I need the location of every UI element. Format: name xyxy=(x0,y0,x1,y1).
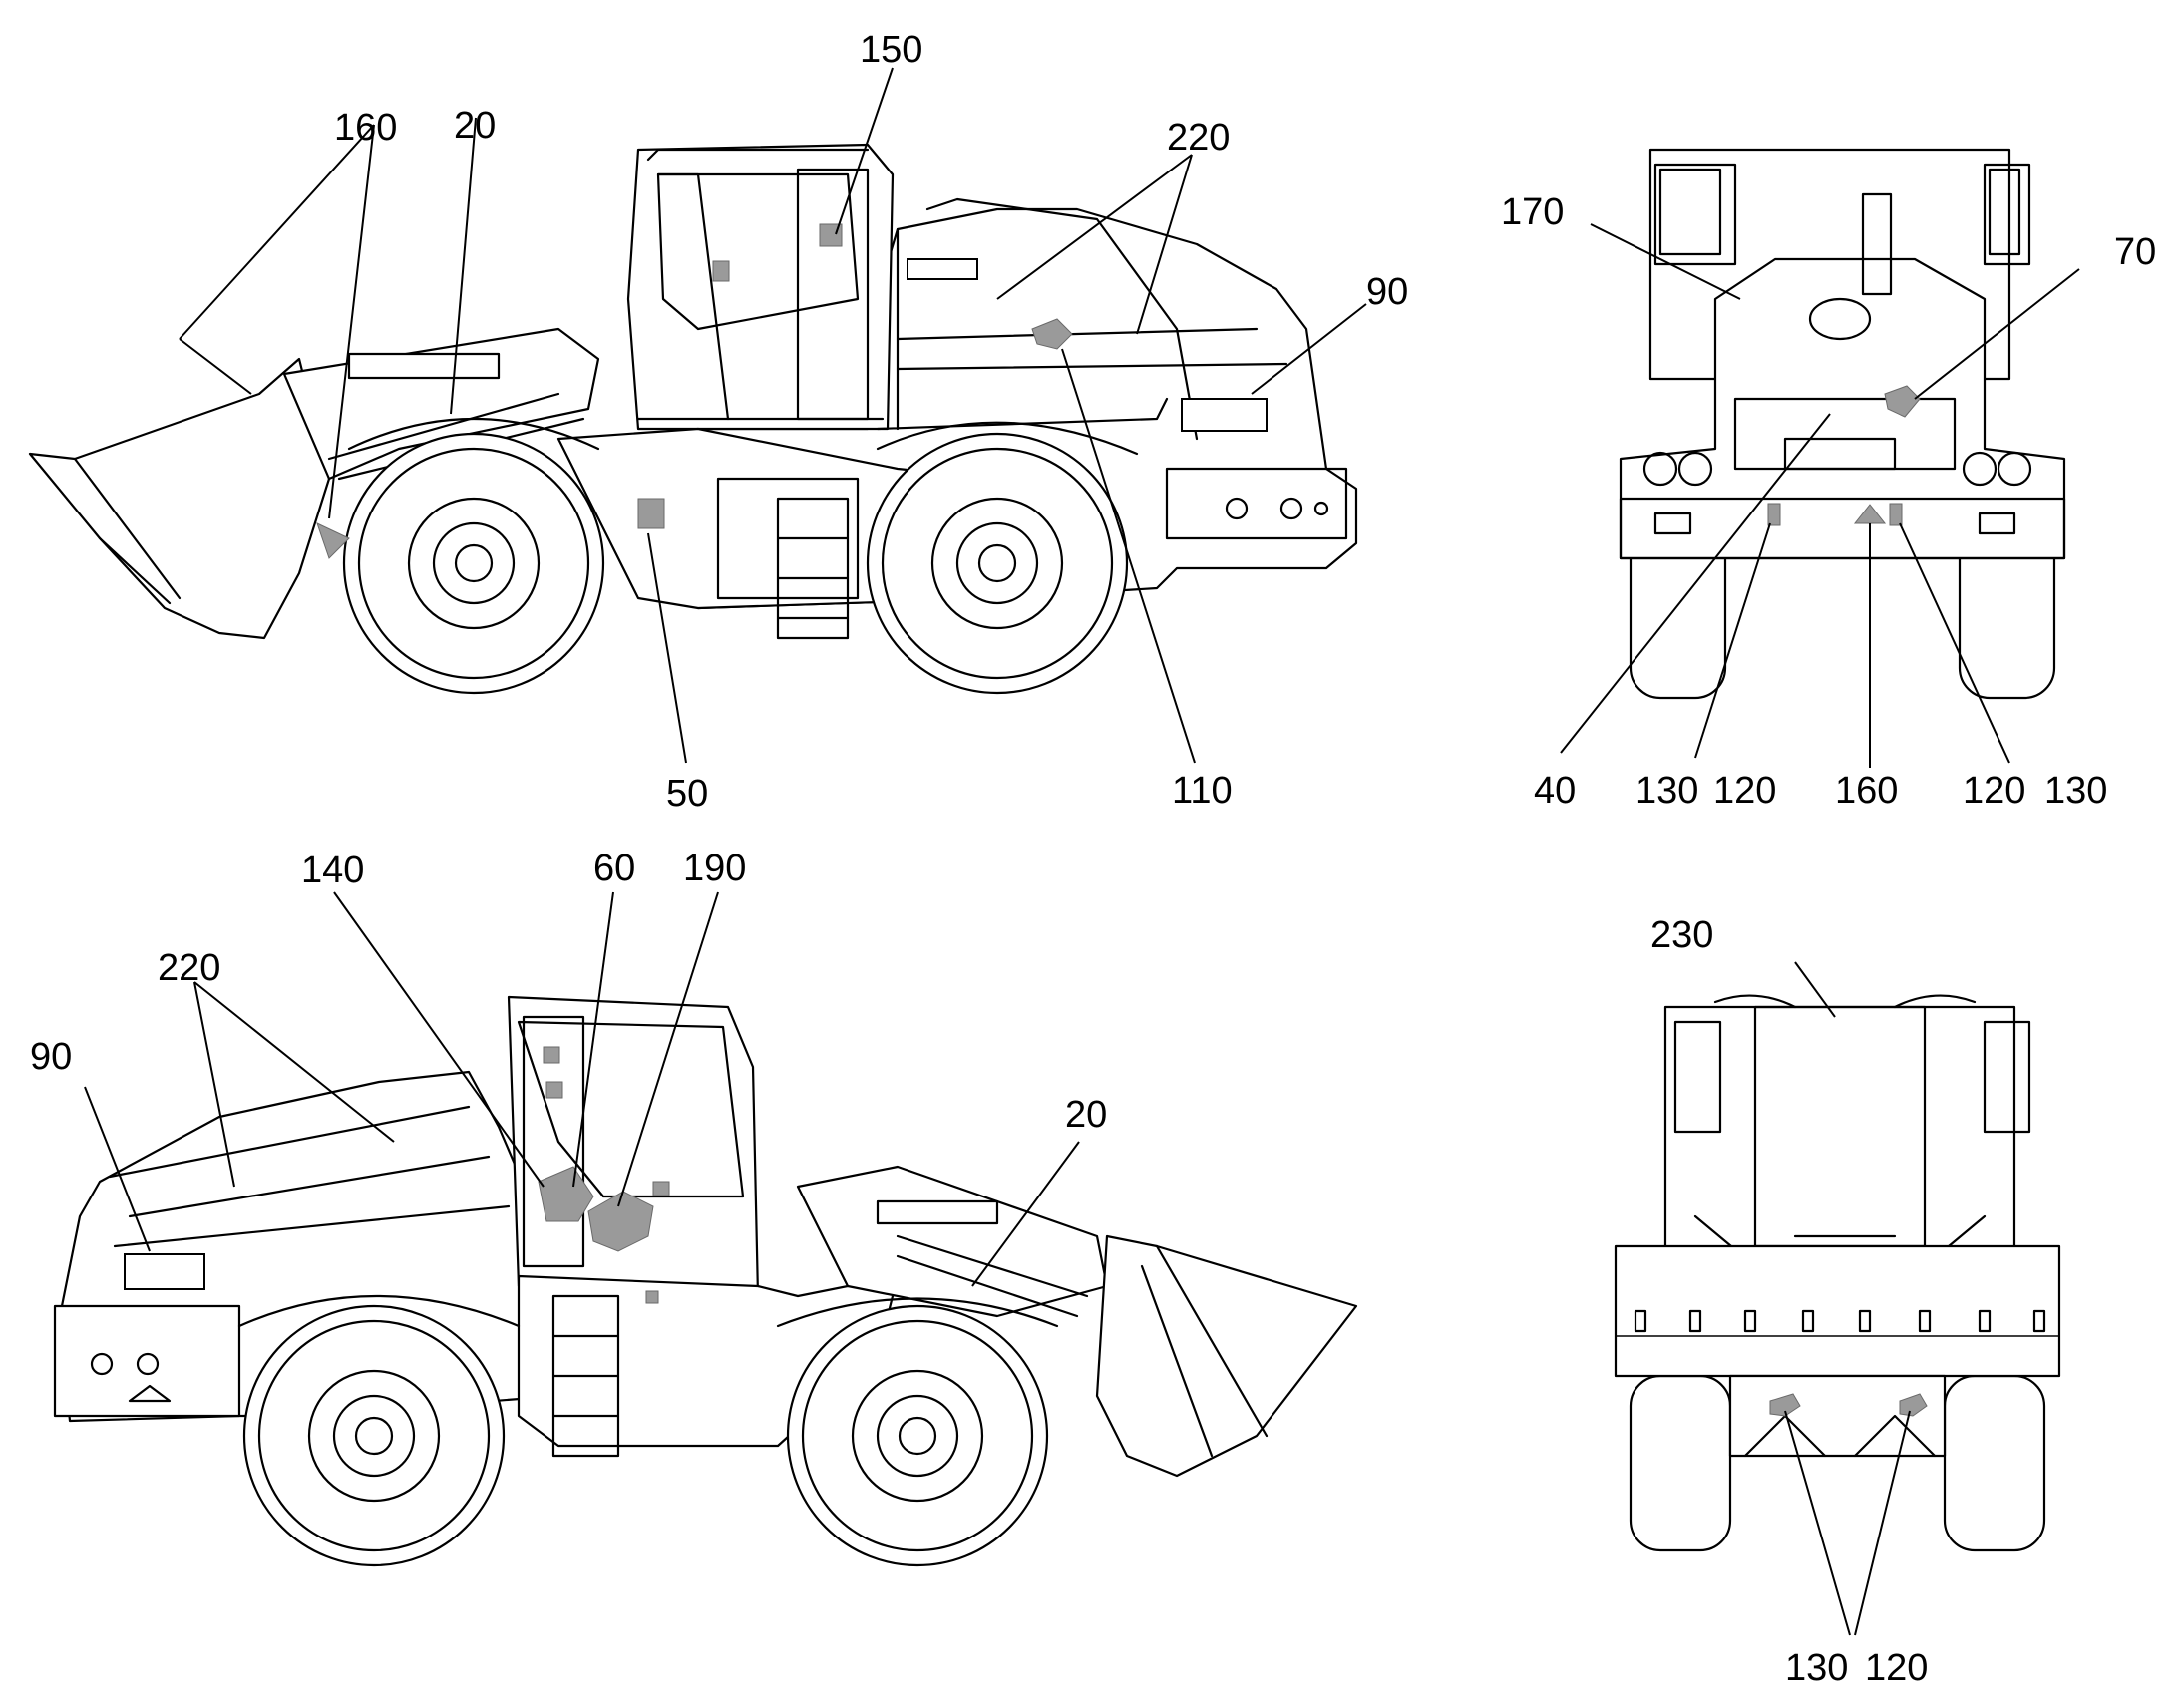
decal-70 xyxy=(1884,385,1921,418)
callout-20: 20 xyxy=(454,105,496,147)
decal-90 xyxy=(1181,398,1268,432)
callout-230: 230 xyxy=(1650,914,1713,956)
decal-110 xyxy=(1031,318,1073,350)
decal-90-right xyxy=(124,1253,205,1290)
right-rear-wheel xyxy=(242,1304,506,1567)
right-side-view: 140 60 190 220 90 20 xyxy=(30,848,1358,1567)
callout-40: 40 xyxy=(1534,770,1576,812)
left-rear-wheel xyxy=(866,432,1129,695)
decal-50 xyxy=(637,498,665,529)
callout-20-right: 20 xyxy=(1065,1094,1107,1136)
left-side-view: 160 20 150 220 90 50 110 xyxy=(28,29,1408,815)
decal-130-120-right xyxy=(1889,503,1903,526)
callout-150: 150 xyxy=(860,29,922,71)
bucket xyxy=(28,357,331,640)
callout-60: 60 xyxy=(593,848,635,889)
bucket-right xyxy=(1095,1234,1358,1478)
left-front-wheel xyxy=(342,432,605,695)
callout-190: 190 xyxy=(683,848,746,889)
callout-160: 160 xyxy=(334,107,397,149)
front-view: 230 130 120 xyxy=(1614,914,2061,1689)
callout-220: 220 xyxy=(1167,117,1230,159)
callout-140: 140 xyxy=(301,850,364,891)
callout-110: 110 xyxy=(1172,770,1233,812)
callout-120-right: 120 xyxy=(1963,770,2025,812)
front-left-tyre xyxy=(1629,1374,1732,1552)
callout-130-front: 130 xyxy=(1785,1647,1848,1689)
front-cab xyxy=(1663,1005,2016,1253)
cab xyxy=(626,143,895,431)
right-front-wheel xyxy=(786,1304,1049,1567)
rear-view: 170 70 40 130 120 160 120 130 xyxy=(1501,148,2156,812)
callout-170: 170 xyxy=(1501,191,1564,233)
decal-140 xyxy=(538,1166,594,1222)
cab-right xyxy=(507,995,760,1298)
decal-130-120-front-left xyxy=(1769,1393,1801,1417)
callout-90: 90 xyxy=(1366,271,1408,313)
bucket-teeth xyxy=(1634,1309,2046,1333)
decal-160-triangle xyxy=(316,522,350,559)
callout-120-front: 120 xyxy=(1865,1647,1928,1689)
callout-50: 50 xyxy=(666,773,708,815)
decal-130-120-left xyxy=(1767,503,1781,526)
front-bucket xyxy=(1614,1244,2061,1378)
decal-220 xyxy=(907,258,978,280)
callout-130-right: 130 xyxy=(2044,770,2107,812)
decal-130-120-front-right xyxy=(1899,1393,1928,1417)
callout-70: 70 xyxy=(2114,231,2156,273)
callout-160-rear: 160 xyxy=(1835,770,1898,812)
front-right-tyre xyxy=(1943,1374,2046,1552)
callout-90-right: 90 xyxy=(30,1036,72,1078)
callout-120-left: 120 xyxy=(1713,770,1776,812)
callout-220-right: 220 xyxy=(158,947,220,989)
callout-130-left: 130 xyxy=(1635,770,1698,812)
